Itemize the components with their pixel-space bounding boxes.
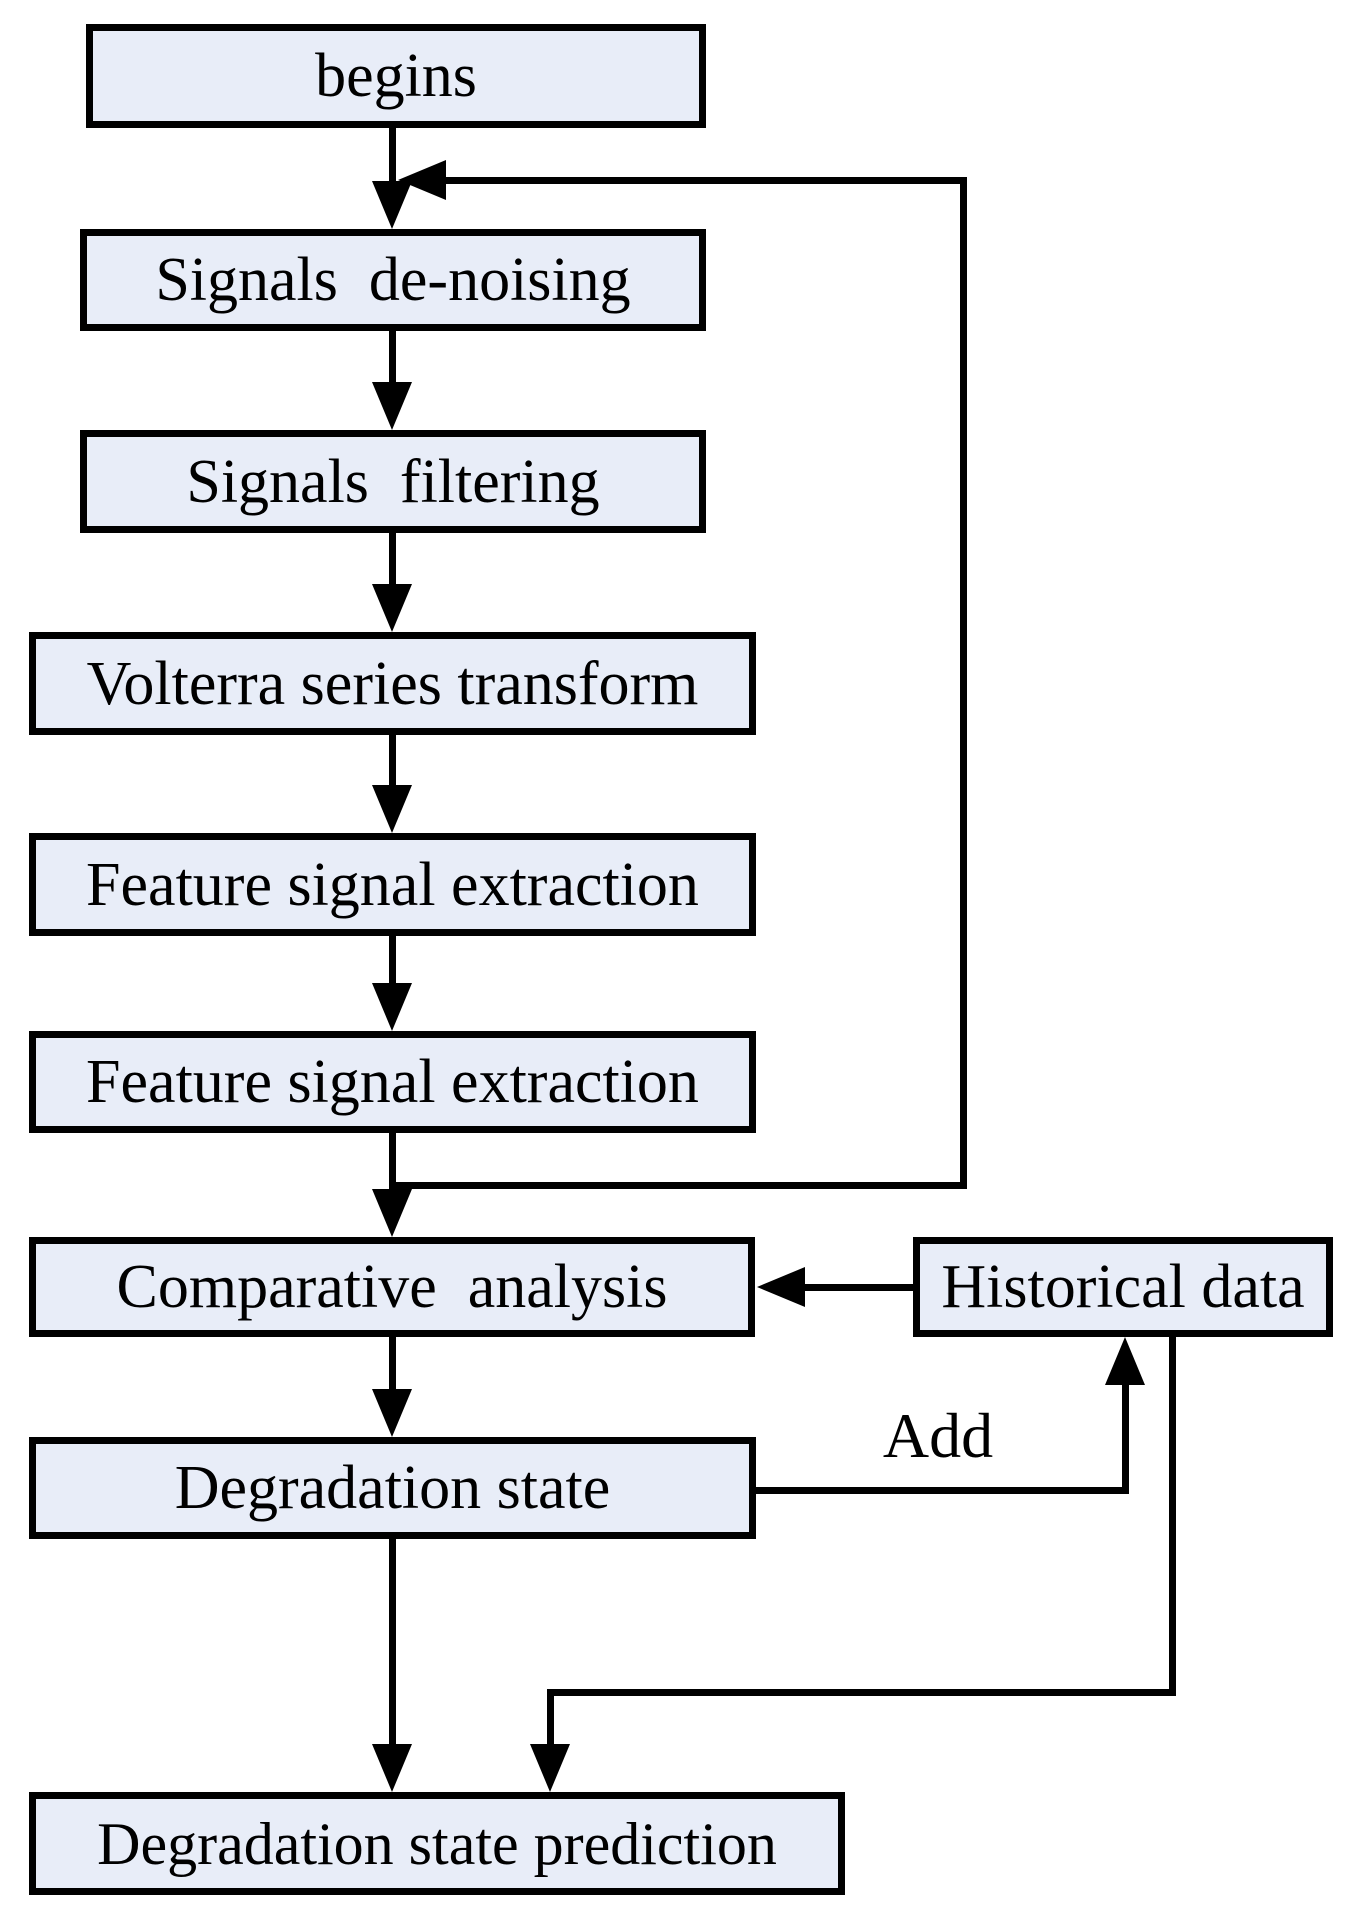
- node-historical-data: Historical data: [913, 1237, 1333, 1337]
- edge-add-vertical: [1122, 1383, 1129, 1490]
- edge-historical-down-vertical: [1169, 1337, 1176, 1696]
- edge-feature1-feature2: [389, 936, 396, 987]
- edge-begins-denoising: [389, 128, 396, 185]
- node-volterra-series-transform: Volterra series transform: [29, 632, 756, 735]
- node-comparative-analysis: Comparative analysis: [29, 1237, 755, 1337]
- edge-historical-comparative: [799, 1284, 913, 1291]
- arrowhead-into-prediction-elbow: [530, 1744, 570, 1792]
- arrowhead-add-into-historical: [1105, 1337, 1145, 1385]
- edge-elbow-down-vertical: [547, 1689, 554, 1748]
- node-signals-denoising: Signals de-noising: [80, 229, 706, 331]
- node-degradation-state-prediction: Degradation state prediction: [29, 1792, 845, 1895]
- node-begins: begins: [86, 24, 706, 128]
- edge-degradation-prediction: [389, 1539, 396, 1748]
- edge-label-add: Add: [882, 1400, 994, 1471]
- edge-volterra-feature1: [389, 735, 396, 789]
- edge-feature2-comparative: [389, 1133, 396, 1193]
- loop-top-horizontal: [442, 177, 967, 184]
- arrowhead-into-comparative: [372, 1189, 412, 1237]
- arrowhead-into-degradation: [372, 1389, 412, 1437]
- node-feature-signal-extraction-1: Feature signal extraction: [29, 833, 756, 936]
- loop-bottom-horizontal: [389, 1182, 967, 1189]
- arrowhead-into-comparative-from-historical: [757, 1267, 805, 1307]
- edge-comparative-degradation: [389, 1337, 396, 1393]
- arrowhead-into-feature2: [372, 983, 412, 1031]
- loop-right-vertical: [960, 177, 967, 1189]
- arrowhead-into-volterra: [372, 584, 412, 632]
- edge-add-horizontal: [756, 1487, 1129, 1494]
- node-feature-signal-extraction-2: Feature signal extraction: [29, 1031, 756, 1133]
- edge-denoising-filtering: [389, 331, 396, 386]
- node-degradation-state: Degradation state: [29, 1437, 756, 1539]
- edge-elbow-horizontal: [547, 1689, 1176, 1696]
- arrowhead-into-feature1: [372, 785, 412, 833]
- edge-filtering-volterra: [389, 533, 396, 588]
- node-signals-filtering: Signals filtering: [80, 430, 706, 533]
- arrowhead-loop-into-top-flow: [398, 160, 446, 200]
- arrowhead-into-filtering: [372, 382, 412, 430]
- arrowhead-into-prediction-main: [372, 1744, 412, 1792]
